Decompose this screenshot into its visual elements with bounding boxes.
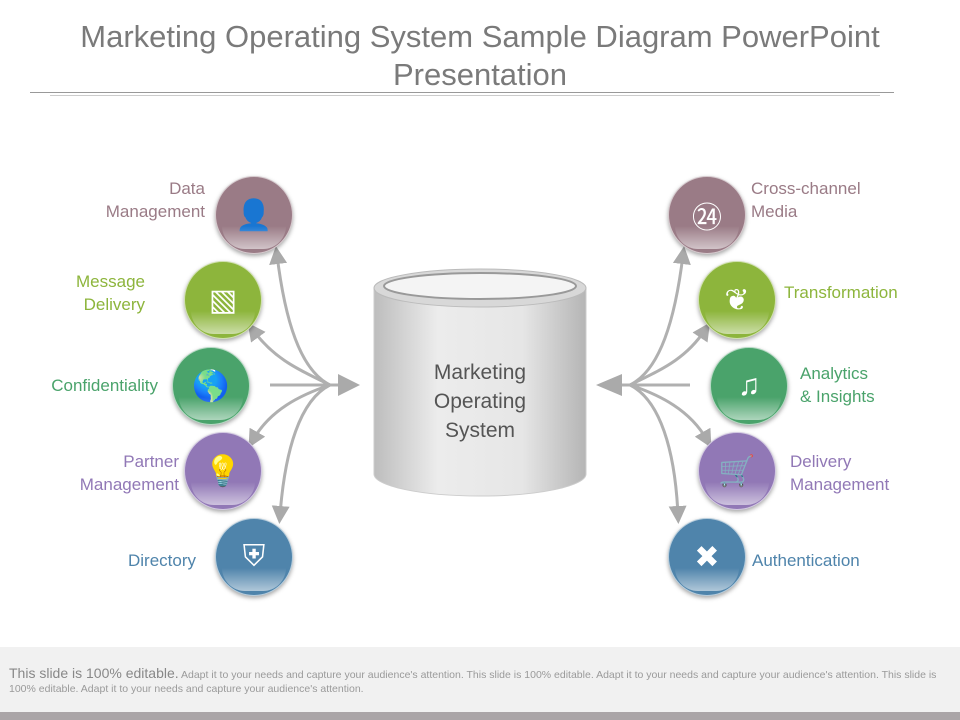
cart-icon: 🛒 [698,432,776,510]
label-line: Message [76,272,145,291]
label-line: Delivery [790,452,852,471]
title-divider [30,92,894,93]
label-line: Management [105,202,205,221]
label-line: Data [169,179,205,198]
footer-note: This slide is 100% editable. Adapt it to… [0,647,960,712]
label-confidentiality: Confidentiality [51,376,158,395]
label-line: Media [751,202,798,221]
center-label-line: Operating [433,390,527,413]
chart-window-icon: ▧ [184,261,262,339]
bottom-bar [0,712,960,720]
center-label-line: Marketing [433,361,527,384]
label-line: Management [79,475,179,494]
label-authentication: Authentication [752,551,860,570]
title-divider-secondary [50,95,880,96]
label-line: & Insights [800,387,875,406]
slide-title: Marketing Operating System Sample Diagra… [80,19,880,92]
database-cylinder [373,268,587,497]
center-label-line: System [444,419,515,442]
footer-lead: This slide is 100% editable. [9,665,179,681]
lightbulb-icon: 💡 [184,432,262,510]
laurel-icon: ❦ [698,261,776,339]
shield-icon: ⛨ [215,518,293,596]
label-line: Cross-channel [751,179,861,198]
footer-body: Adapt it to your needs and capture your … [9,669,937,695]
center-label: Marketing Operating System [410,358,550,445]
label-line: Analytics [800,364,869,383]
label-line: Delivery [83,295,145,314]
clock-24-icon: ㉔ [668,176,746,254]
label-transformation: Transformation [784,283,898,302]
globe-icon: 🌎 [172,347,250,425]
label-line: Management [790,475,890,494]
music-search-icon: ♫ [710,347,788,425]
label-directory: Directory [127,551,196,570]
label-line: Partner [123,452,179,471]
label-analytics-insights: Analytics & Insights [800,362,875,408]
tools-icon: ✖ [668,518,746,596]
user-mail-icon: 👤 [215,176,293,254]
